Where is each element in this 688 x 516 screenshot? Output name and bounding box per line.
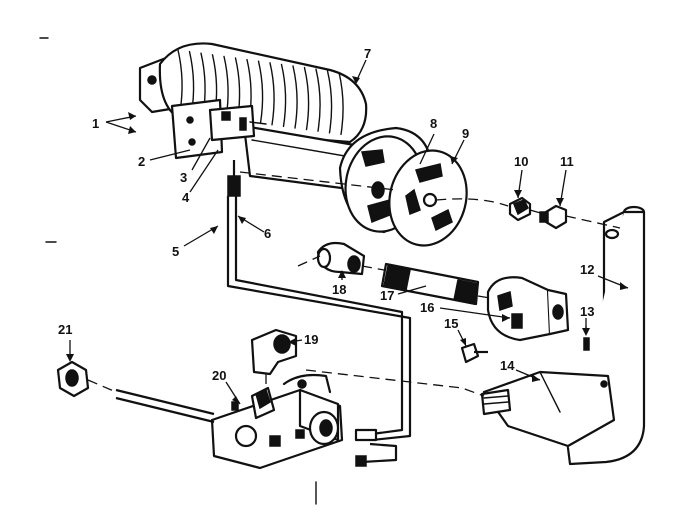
chamber-fin bbox=[315, 68, 321, 132]
callout-11: 11 bbox=[560, 154, 574, 169]
callout-9: 9 bbox=[462, 126, 469, 141]
callout-4: 4 bbox=[182, 190, 190, 205]
fitting-part-11 bbox=[539, 204, 568, 230]
chamber-fin bbox=[280, 63, 287, 128]
chamber-fin bbox=[338, 71, 344, 136]
connection-lines bbox=[87, 160, 621, 505]
callout-6: 6 bbox=[264, 226, 271, 241]
callout-21: 21 bbox=[58, 322, 72, 337]
callout-13: 13 bbox=[580, 304, 594, 319]
callout-19: 19 bbox=[304, 332, 318, 347]
nut-part-10 bbox=[508, 196, 532, 222]
callout-20: 20 bbox=[212, 368, 226, 383]
callout-15: 15 bbox=[444, 316, 458, 331]
elbow-part-18 bbox=[316, 241, 366, 276]
chamber-fin bbox=[326, 70, 333, 134]
callout-5: 5 bbox=[172, 244, 179, 259]
pipe-nipple-part-17 bbox=[380, 262, 480, 306]
callout-14: 14 bbox=[500, 358, 515, 373]
callout-18: 18 bbox=[332, 282, 346, 297]
elbow-part-19 bbox=[250, 328, 298, 376]
spinner-disc-part-8 bbox=[388, 149, 468, 247]
chamber-fin bbox=[269, 62, 275, 126]
callout-2: 2 bbox=[138, 154, 145, 169]
callout-1: 1 bbox=[92, 116, 99, 131]
cap-part-21 bbox=[56, 360, 90, 398]
chamber-fin bbox=[257, 60, 264, 124]
callout-8: 8 bbox=[430, 116, 437, 131]
callout-7: 7 bbox=[364, 46, 371, 61]
callout-3: 3 bbox=[180, 170, 187, 185]
nozzle-adapter-part-16 bbox=[486, 276, 570, 342]
callout-12: 12 bbox=[580, 262, 594, 277]
callout-16: 16 bbox=[420, 300, 434, 315]
control-valve-part-20 bbox=[210, 373, 344, 470]
screw-part-15 bbox=[460, 342, 488, 364]
screw-part-13 bbox=[583, 337, 590, 351]
chamber-fin bbox=[303, 66, 310, 131]
chamber-fin bbox=[292, 65, 298, 129]
callout-labels: 1 2 3 4 5 6 7 8 9 10 11 12 13 14 15 16 1… bbox=[39, 37, 629, 405]
callout-10: 10 bbox=[514, 154, 528, 169]
callout-17: 17 bbox=[380, 288, 394, 303]
bracket-part-14 bbox=[480, 370, 616, 448]
